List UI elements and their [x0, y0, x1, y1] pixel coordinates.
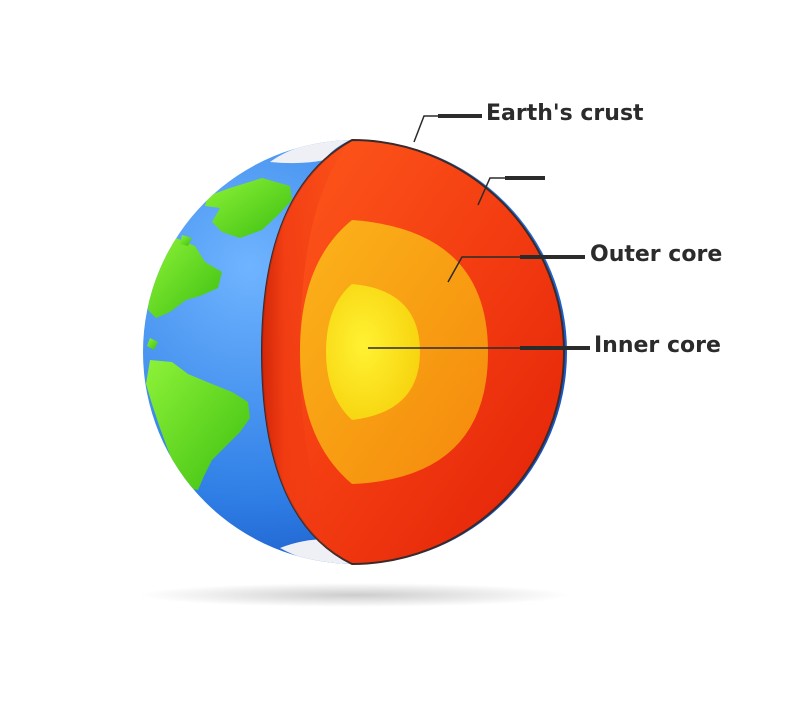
- island-land-2: [147, 338, 158, 350]
- inner-core-layer: [326, 284, 420, 420]
- mantle-shading: [262, 140, 352, 564]
- label-outer-core: Outer core: [590, 242, 722, 267]
- label-inner-core: Inner core: [594, 333, 721, 358]
- north-america-land: [148, 238, 222, 318]
- north-ice-cap: [270, 140, 350, 164]
- south-america-land: [146, 360, 250, 490]
- island-land-1: [180, 235, 192, 246]
- greenland-land: [205, 178, 292, 238]
- ground-shadow: [140, 583, 570, 607]
- leader-lines: [368, 114, 590, 350]
- label-earths-crust: Earth's crust: [486, 101, 644, 126]
- crust-leader-line: [413, 115, 482, 143]
- continents: [146, 140, 352, 564]
